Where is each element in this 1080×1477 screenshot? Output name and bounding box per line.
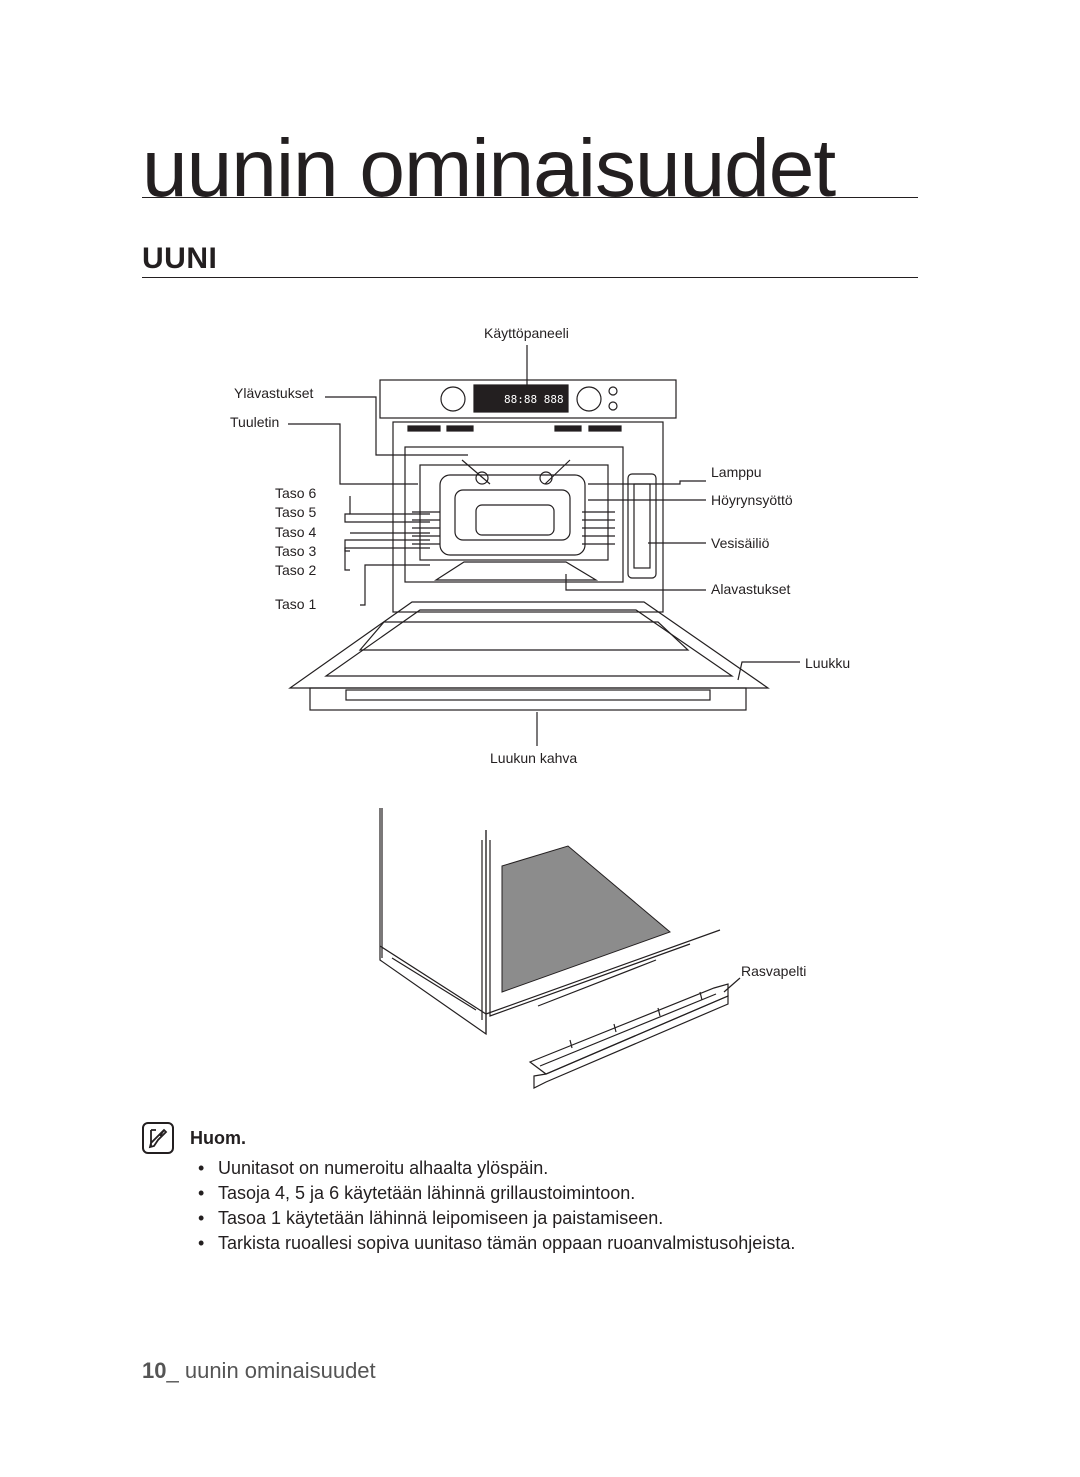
section-rule [142,277,918,278]
oven-cavity [501,845,671,993]
note-title: Huom. [190,1128,246,1148]
label-level3: Taso 3 [275,543,316,559]
page-number: 10 [142,1358,167,1383]
oven-door [288,601,770,689]
footer-text: uunin ominaisuudet [178,1358,376,1383]
label-level2: Taso 2 [275,562,316,578]
title-rule [142,197,918,198]
label-fan: Tuuletin [230,414,279,430]
display-text: 88:88 888 [504,393,564,406]
temp-knob [576,386,602,412]
list-item: Tasoja 4, 5 ja 6 käytetään lähinnä grill… [198,1181,795,1206]
page-footer: 10_ uunin ominaisuudet [142,1358,376,1384]
mode-knob [440,386,466,412]
label-level5: Taso 5 [275,504,316,520]
list-item: Tarkista ruoallesi sopiva uunitaso tämän… [198,1231,795,1256]
label-water-tank: Vesisäiliö [711,535,770,551]
drip-tray [528,983,729,1089]
drip-tray-diagram: Rasvapelti [379,808,806,1089]
display-panel [473,384,569,413]
label-drip-tray: Rasvapelti [741,963,806,979]
label-door-handle: Luukun kahva [490,750,577,766]
label-control-panel: Käyttöpaneeli [484,325,569,341]
oven-frame [392,421,664,613]
section-heading: UUNI [142,242,218,275]
label-level4: Taso 4 [275,524,316,540]
list-item: Uunitasot on numeroitu alhaalta ylöspäin… [198,1156,795,1181]
water-tank [627,473,657,579]
note-icon [142,1122,174,1154]
label-level1: Taso 1 [275,596,316,612]
label-upper-supports: Ylävastukset [234,385,313,401]
page-title: uunin ominaisuudet [142,123,836,214]
note-list: Uunitasot on numeroitu alhaalta ylöspäin… [198,1156,795,1256]
label-door: Luukku [805,655,850,671]
label-lower-supports: Alavastukset [711,581,790,597]
footer-separator: _ [166,1358,179,1383]
label-lamp: Lamppu [711,464,762,480]
label-steam-inlet: Höyrynsyöttö [711,492,793,508]
list-item: Tasoa 1 käytetään lähinnä leipomiseen ja… [198,1206,795,1231]
oven-diagram: Käyttöpaneeli 88:88 888 Ylävastukset Tuu… [230,325,850,766]
label-level6: Taso 6 [275,485,316,501]
door-handle [309,687,747,711]
